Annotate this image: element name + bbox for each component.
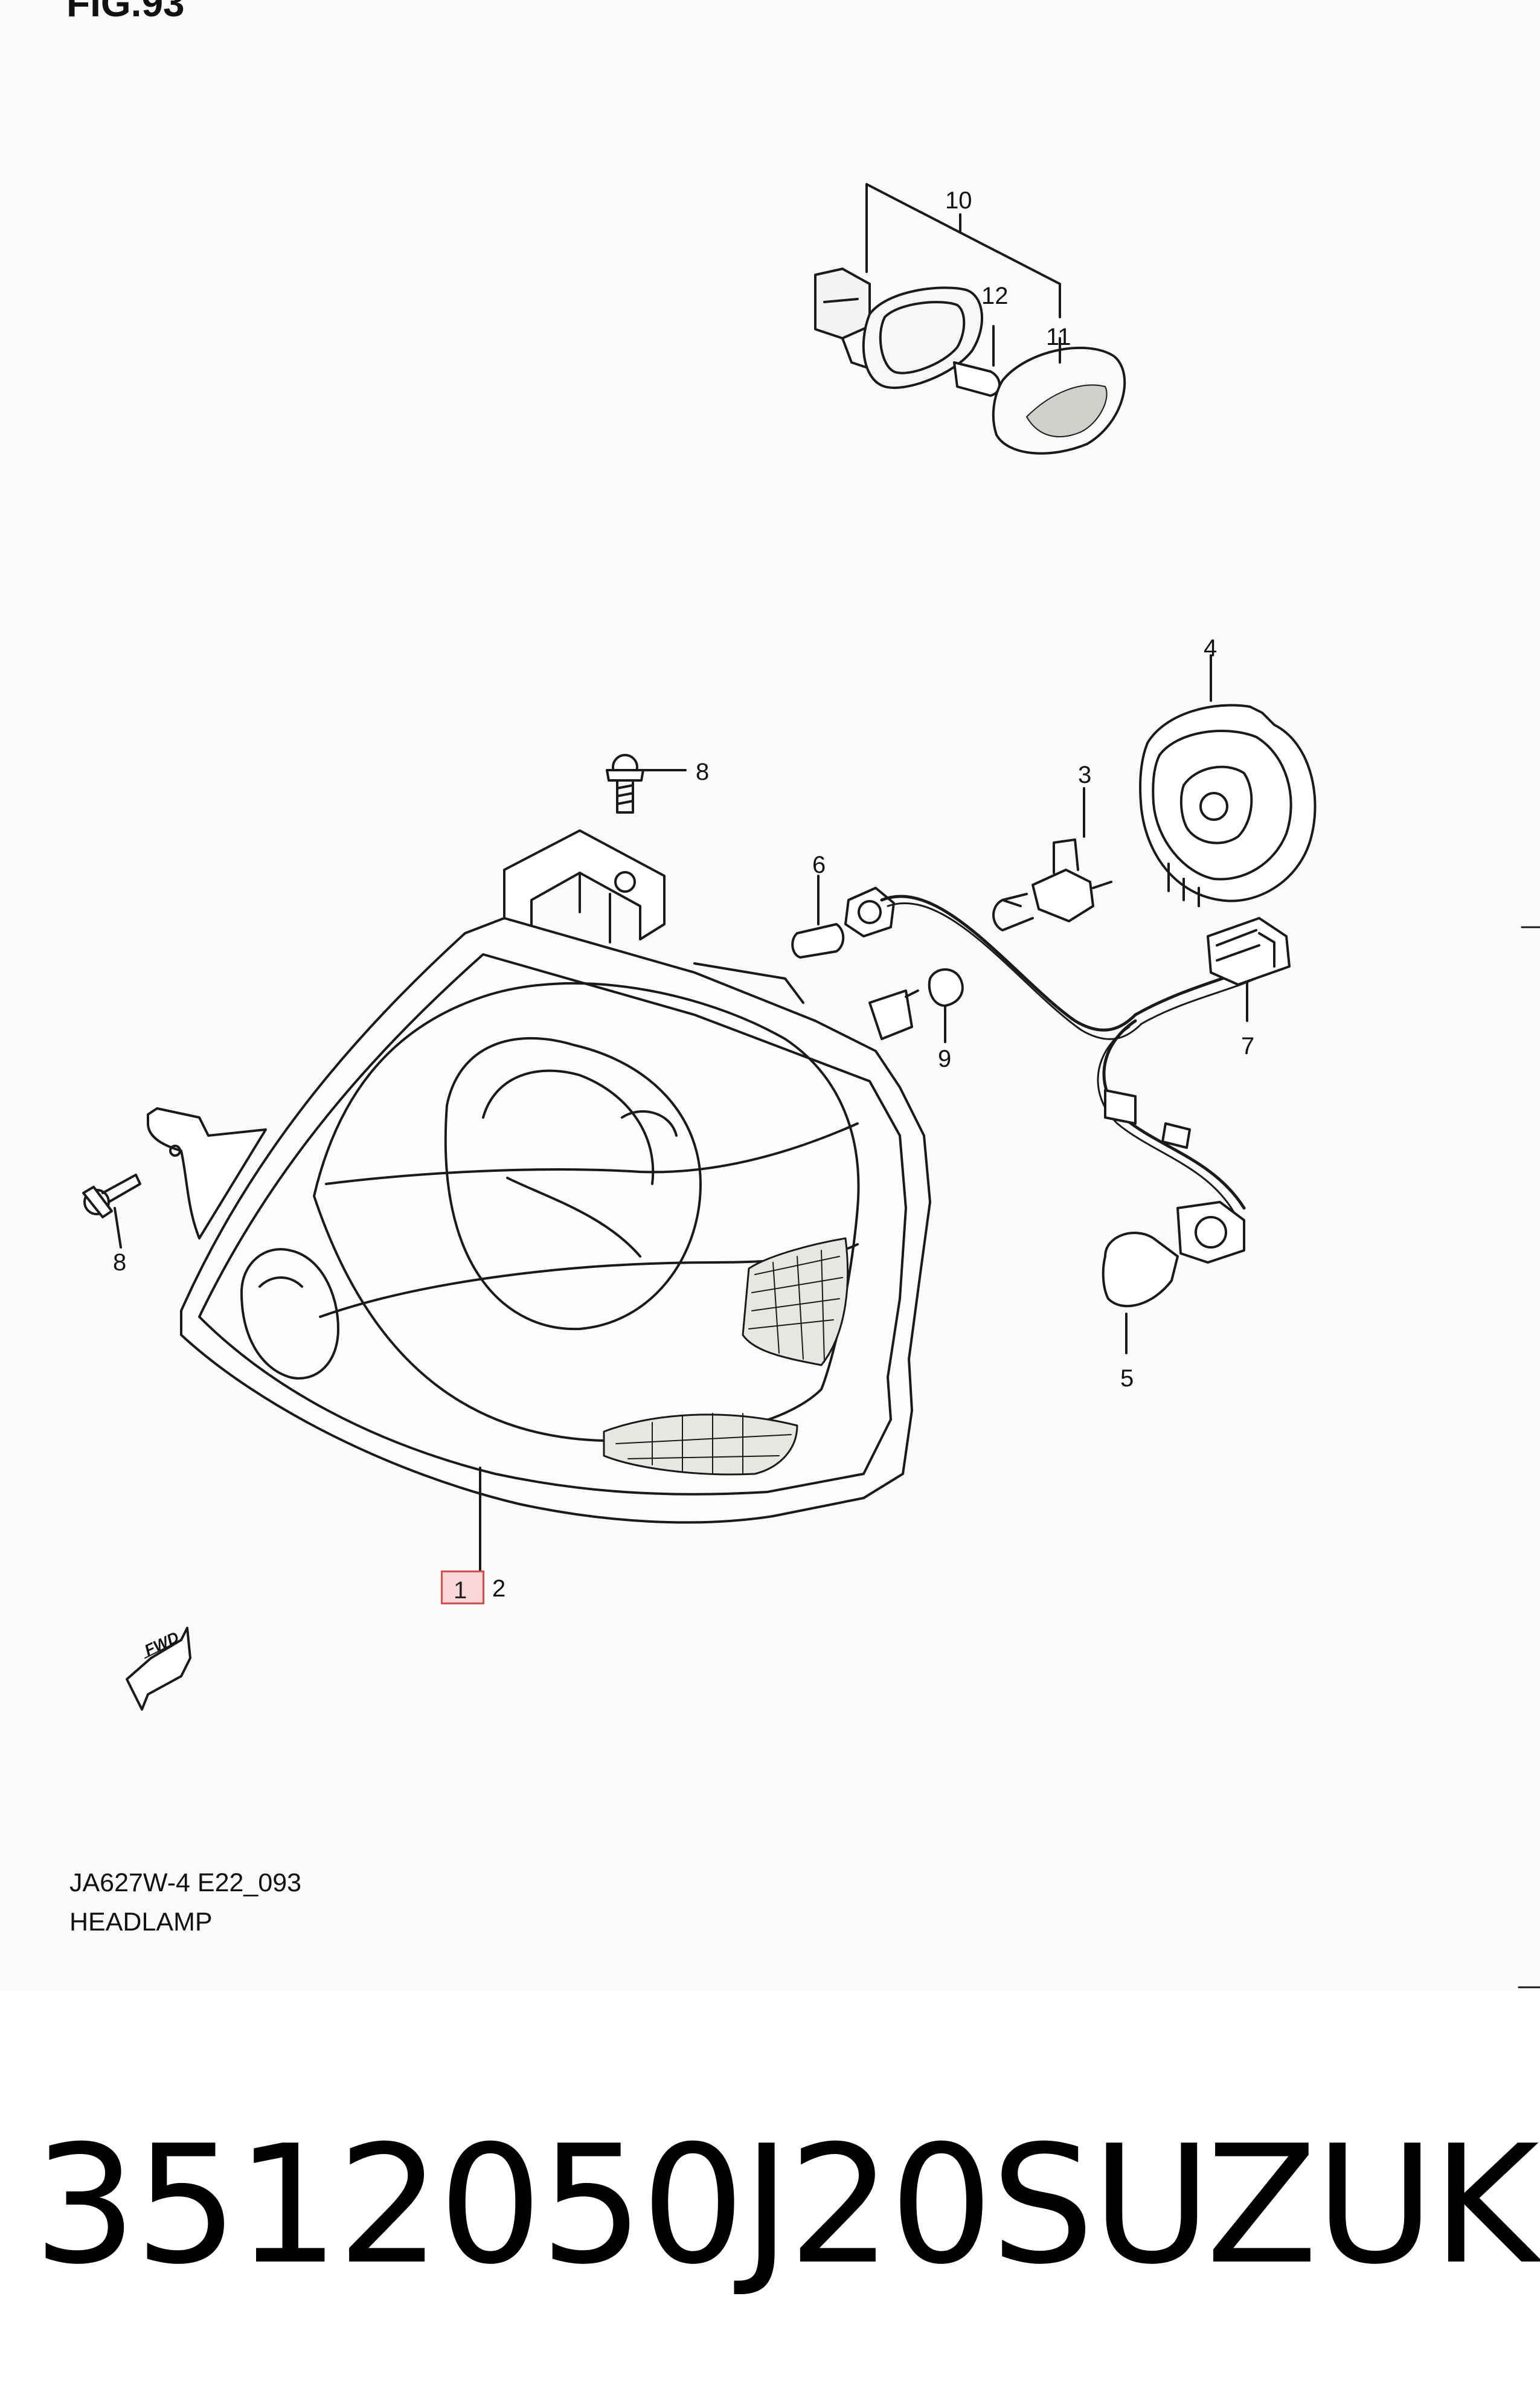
callout-5: 5 bbox=[1120, 1365, 1134, 1392]
callout-8-top: 8 bbox=[696, 759, 710, 785]
callout-8-left: 8 bbox=[113, 1249, 127, 1276]
diagram-sheet: FIG.93 bbox=[66, 0, 1540, 1989]
dust-cap bbox=[1139, 654, 1317, 907]
callout-7: 7 bbox=[1241, 1033, 1255, 1059]
figure-name: HEADLAMP bbox=[69, 1907, 213, 1937]
callout-9: 9 bbox=[938, 1046, 952, 1072]
figure-caption: JA627W-4 E22_093 HEADLAMP bbox=[69, 1863, 301, 1941]
bolt-top bbox=[606, 754, 687, 814]
figure-code: JA627W-4 E22_093 bbox=[69, 1868, 302, 1897]
callout-12: 12 bbox=[981, 283, 1009, 309]
part-label: 3512050J20 SUZUKI bbox=[33, 2110, 1540, 2300]
callout-3: 3 bbox=[1078, 762, 1092, 788]
callout-2: 2 bbox=[492, 1575, 506, 1602]
callout-6: 6 bbox=[812, 852, 826, 878]
callout-10: 10 bbox=[945, 187, 972, 214]
callout-11: 11 bbox=[1046, 324, 1071, 350]
bolt-left bbox=[82, 1174, 141, 1249]
headlight-bulb bbox=[992, 787, 1112, 931]
part-number: 3512050J20 bbox=[33, 2109, 993, 2300]
callout-4: 4 bbox=[1204, 635, 1218, 661]
figure-title-fragment: FIG.93 bbox=[66, 0, 185, 25]
headlamp-body bbox=[147, 829, 931, 1572]
wiring-harness bbox=[791, 875, 1291, 1354]
side-marker-assembly bbox=[814, 183, 1126, 455]
brand-name: SUZUKI bbox=[990, 2109, 1540, 2300]
highlighted-callout-1[interactable]: 1 bbox=[441, 1571, 484, 1604]
headlamp-exploded-diagram bbox=[82, 183, 1540, 1989]
callout-1: 1 bbox=[454, 1577, 467, 1604]
fwd-arrow bbox=[126, 1627, 191, 1711]
